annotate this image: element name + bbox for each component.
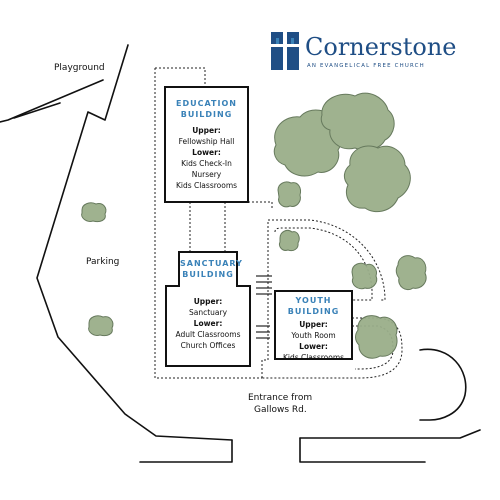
- road-edge-left: [13, 102, 61, 119]
- road-edge-outer: [36, 44, 233, 441]
- road-edge-right: [299, 429, 481, 439]
- tree: [395, 255, 427, 291]
- walkway-loop-left: [155, 67, 206, 88]
- sanctuary-upper-item: Sanctuary: [188, 308, 228, 317]
- entrance-road-left: [139, 439, 233, 463]
- sanctuary-lower-label: Lower:: [193, 319, 223, 328]
- walkway-left: [154, 68, 262, 379]
- tree: [81, 202, 107, 223]
- sanctuary-building-title-2: BUILDING: [182, 270, 234, 279]
- education-building: EDUCATION BUILDING Upper: Fellowship Hal…: [164, 86, 249, 203]
- playground-label: Playground: [54, 63, 105, 73]
- logo-wordmark: Cornerstone: [305, 33, 457, 61]
- tree: [279, 229, 300, 252]
- education-lower-item: Kids Check-In: [181, 159, 232, 168]
- youth-building-title-2: BUILDING: [287, 307, 340, 316]
- sanctuary-lower-item: Church Offices: [180, 341, 236, 350]
- education-lower-item: Nursery: [191, 170, 222, 179]
- walkway-youth-right: [262, 317, 403, 379]
- youth-upper-label: Upper:: [299, 320, 328, 329]
- walkway-outer-loop: [261, 219, 386, 378]
- entrance-label-line1: Entrance from: [248, 393, 313, 403]
- logo-tagline: AN EVANGELICAL FREE CHURCH: [307, 63, 425, 69]
- youth-building-title-1: YOUTH: [295, 296, 332, 305]
- tree: [88, 315, 114, 337]
- cross-logo-icon: [271, 32, 299, 70]
- entrance-road-right: [299, 437, 426, 463]
- youth-upper-item: Youth Room: [291, 331, 336, 340]
- education-upper-item: Fellowship Hall: [178, 137, 235, 146]
- sanctuary-building-title-1: SANCTUARY: [180, 259, 243, 268]
- tree: [277, 181, 301, 208]
- walkway-edu-to-sanct: [189, 202, 226, 252]
- sanctuary-building: Upper: Sanctuary Lower: Adult Classrooms…: [165, 285, 251, 367]
- youth-lower-item: Kids Classrooms: [282, 353, 345, 362]
- sanctuary-lower-item: Adult Classrooms: [175, 330, 241, 339]
- sanctuary-upper-label: Upper:: [193, 297, 223, 306]
- education-lower-item: Kids Classrooms: [175, 181, 238, 190]
- walkway-mid: [240, 201, 273, 210]
- education-building-title-1: EDUCATION: [176, 99, 237, 108]
- parking-label: Parking: [86, 257, 120, 267]
- sanctuary-building-tower: SANCTUARY BUILDING: [178, 251, 243, 287]
- tree: [343, 145, 411, 213]
- entrance-label-line2: Gallows Rd.: [254, 405, 307, 415]
- youth-building: YOUTH BUILDING Upper: Youth Room Lower: …: [274, 290, 353, 362]
- sanctuary-seam: [180, 284, 236, 287]
- education-lower-label: Lower:: [192, 148, 221, 157]
- tree: [355, 315, 398, 359]
- tree: [351, 262, 378, 290]
- road-edge-upper: [0, 79, 104, 123]
- education-building-title-2: BUILDING: [180, 110, 233, 119]
- education-upper-label: Upper:: [192, 126, 221, 135]
- tree: [320, 92, 395, 151]
- youth-lower-label: Lower:: [299, 342, 328, 351]
- entrance-curve: [419, 348, 467, 421]
